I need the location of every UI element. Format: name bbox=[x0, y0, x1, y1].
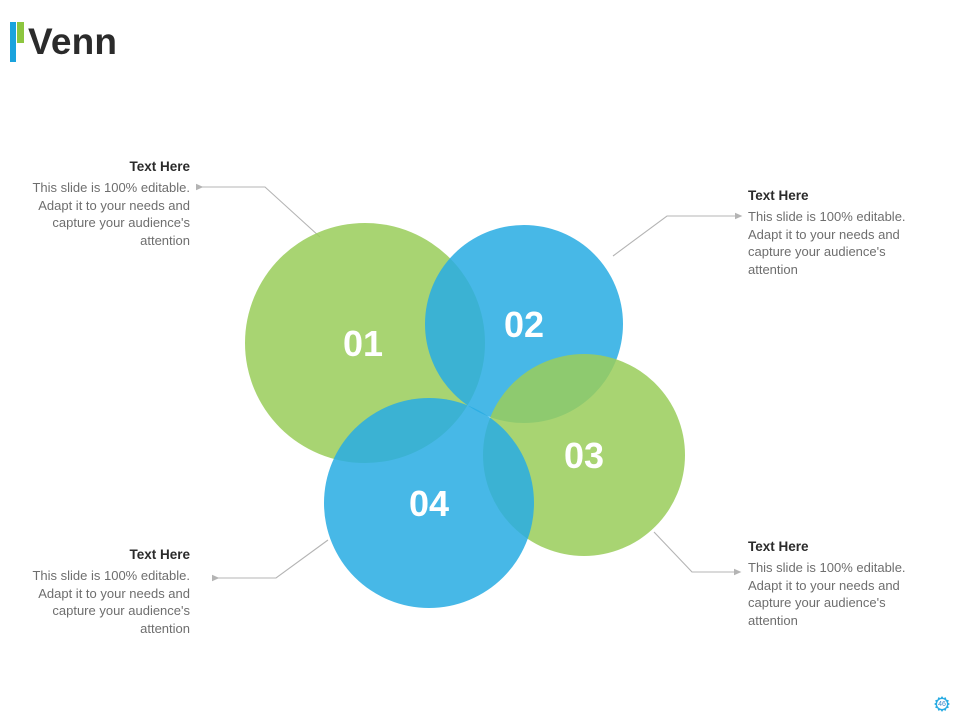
venn-circle-label-03: 03 bbox=[564, 435, 604, 476]
title-accent-bar-blue bbox=[10, 22, 16, 62]
slide-number-badge: 46 bbox=[930, 692, 954, 716]
connector-to-callout-03 bbox=[653, 531, 742, 576]
slide-header: Venn bbox=[0, 0, 960, 90]
callout-block-04: Text Here This slide is 100% editable. A… bbox=[18, 546, 190, 637]
venn-circle-label-04: 04 bbox=[409, 483, 449, 524]
callout-title-04: Text Here bbox=[129, 547, 190, 562]
callout-block-03: Text Here This slide is 100% editable. A… bbox=[748, 538, 920, 629]
connector-to-callout-02 bbox=[612, 212, 743, 257]
title-accent-bar-green bbox=[17, 22, 24, 43]
callout-title-01: Text Here bbox=[129, 159, 190, 174]
venn-circle-label-02: 02 bbox=[504, 304, 544, 345]
callout-title-02: Text Here bbox=[748, 188, 809, 203]
venn-label-group: 01 02 03 04 bbox=[343, 304, 604, 524]
callout-title-03: Text Here bbox=[748, 539, 809, 554]
connector-to-callout-04 bbox=[212, 539, 329, 582]
connector-to-callout-01 bbox=[196, 183, 321, 238]
venn-circle-group bbox=[245, 223, 685, 608]
venn-circle-label-01: 01 bbox=[343, 323, 383, 364]
callout-body-04: This slide is 100% editable. Adapt it to… bbox=[32, 568, 190, 636]
callout-body-03: This slide is 100% editable. Adapt it to… bbox=[748, 560, 906, 628]
gear-icon bbox=[934, 696, 950, 712]
callout-body-01: This slide is 100% editable. Adapt it to… bbox=[32, 180, 190, 248]
venn-circle-04[interactable] bbox=[324, 398, 534, 608]
connector-group bbox=[196, 183, 743, 582]
slide-number-text: 46 bbox=[938, 700, 946, 708]
callout-block-02: Text Here This slide is 100% editable. A… bbox=[748, 187, 920, 278]
callout-body-02: This slide is 100% editable. Adapt it to… bbox=[748, 209, 906, 277]
callout-block-01: Text Here This slide is 100% editable. A… bbox=[18, 158, 190, 249]
page-title: Venn bbox=[28, 21, 118, 62]
